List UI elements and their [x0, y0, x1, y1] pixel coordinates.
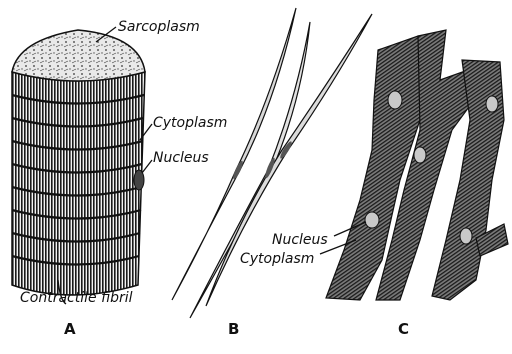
cardiac-nucleus-3 — [486, 96, 498, 112]
panel-letter-b: B — [228, 320, 239, 338]
cardiac-nucleus-5 — [460, 228, 472, 244]
cardiac-nucleus-2 — [414, 147, 426, 163]
label-nucleus-c: Nucleus — [272, 232, 328, 248]
fiber-cut-surface — [12, 30, 145, 81]
label-cytoplasm-c: Cytoplasm — [240, 251, 314, 267]
fiber-cylinder-body — [12, 72, 145, 295]
panel-letter-a: A — [64, 320, 76, 338]
nucleus-a-leader — [142, 160, 152, 173]
cardiac-nucleus-1 — [388, 91, 402, 109]
panel-c-cardiac-muscle — [326, 30, 508, 300]
label-sarcoplasm: Sarcoplasm — [118, 19, 200, 35]
label-contractile-fibril: Contractile fibril — [20, 290, 133, 306]
label-cytoplasm-a: Cytoplasm — [153, 115, 227, 131]
panel-letter-c: C — [398, 320, 409, 338]
cardiac-nucleus-4 — [365, 212, 379, 228]
label-nucleus-a: Nucleus — [153, 150, 209, 166]
smooth-cell-2 — [190, 22, 310, 318]
panel-a-skeletal-fiber — [12, 30, 145, 304]
smooth-nucleus-1 — [232, 160, 245, 180]
